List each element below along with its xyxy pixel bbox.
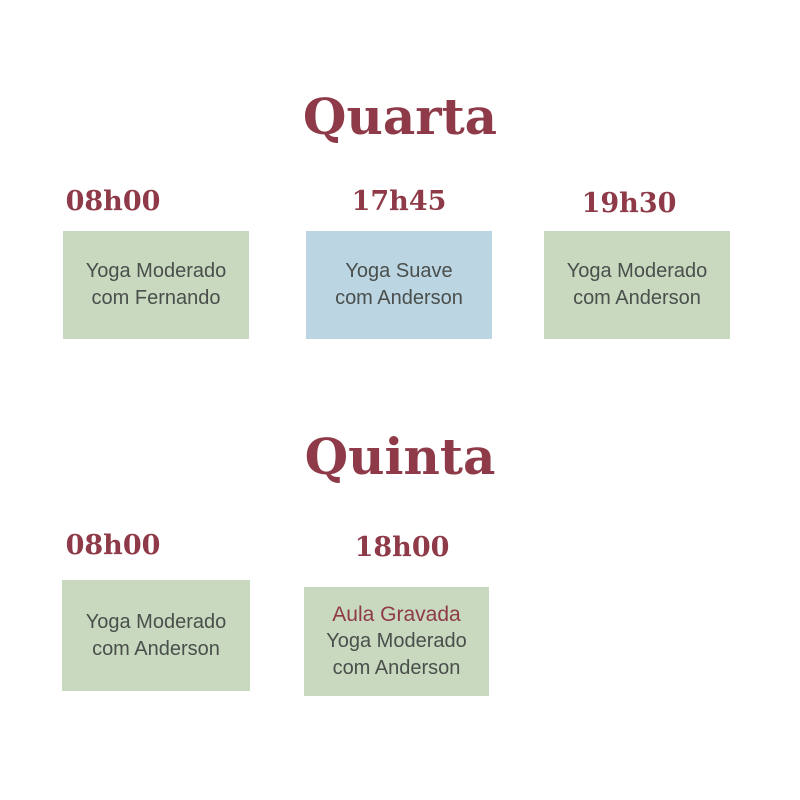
class-time: 17h45 xyxy=(351,186,447,217)
class-time: 19h30 xyxy=(581,188,677,219)
class-time: 08h00 xyxy=(65,530,161,561)
class-instructor: com Anderson xyxy=(92,637,220,660)
class-instructor: com Anderson xyxy=(335,287,463,309)
class-time: 08h00 xyxy=(65,186,161,217)
class-instructor: com Fernando xyxy=(91,287,221,309)
recorded-class-tag: Aula Gravada xyxy=(332,603,461,626)
class-card: Yoga Suave com Anderson xyxy=(306,231,492,339)
class-card: Yoga Moderado com Fernando xyxy=(63,231,249,339)
class-name: Yoga Moderado xyxy=(566,260,708,282)
class-card: Yoga Moderado com Anderson xyxy=(544,231,730,339)
class-time: 18h00 xyxy=(354,532,450,563)
class-card: Aula Gravada Yoga Moderado com Anderson xyxy=(304,587,489,696)
class-name: Yoga Moderado xyxy=(85,260,227,282)
day-title-quarta: Quarta xyxy=(302,87,498,146)
class-instructor: com Anderson xyxy=(332,657,461,679)
class-name: Yoga Moderado xyxy=(85,610,227,633)
class-name: Yoga Suave xyxy=(345,260,453,282)
class-card: Yoga Moderado com Anderson xyxy=(62,580,250,691)
class-name: Yoga Moderado xyxy=(326,630,467,652)
class-instructor: com Anderson xyxy=(573,287,701,309)
day-title-quinta: Quinta xyxy=(304,427,496,486)
